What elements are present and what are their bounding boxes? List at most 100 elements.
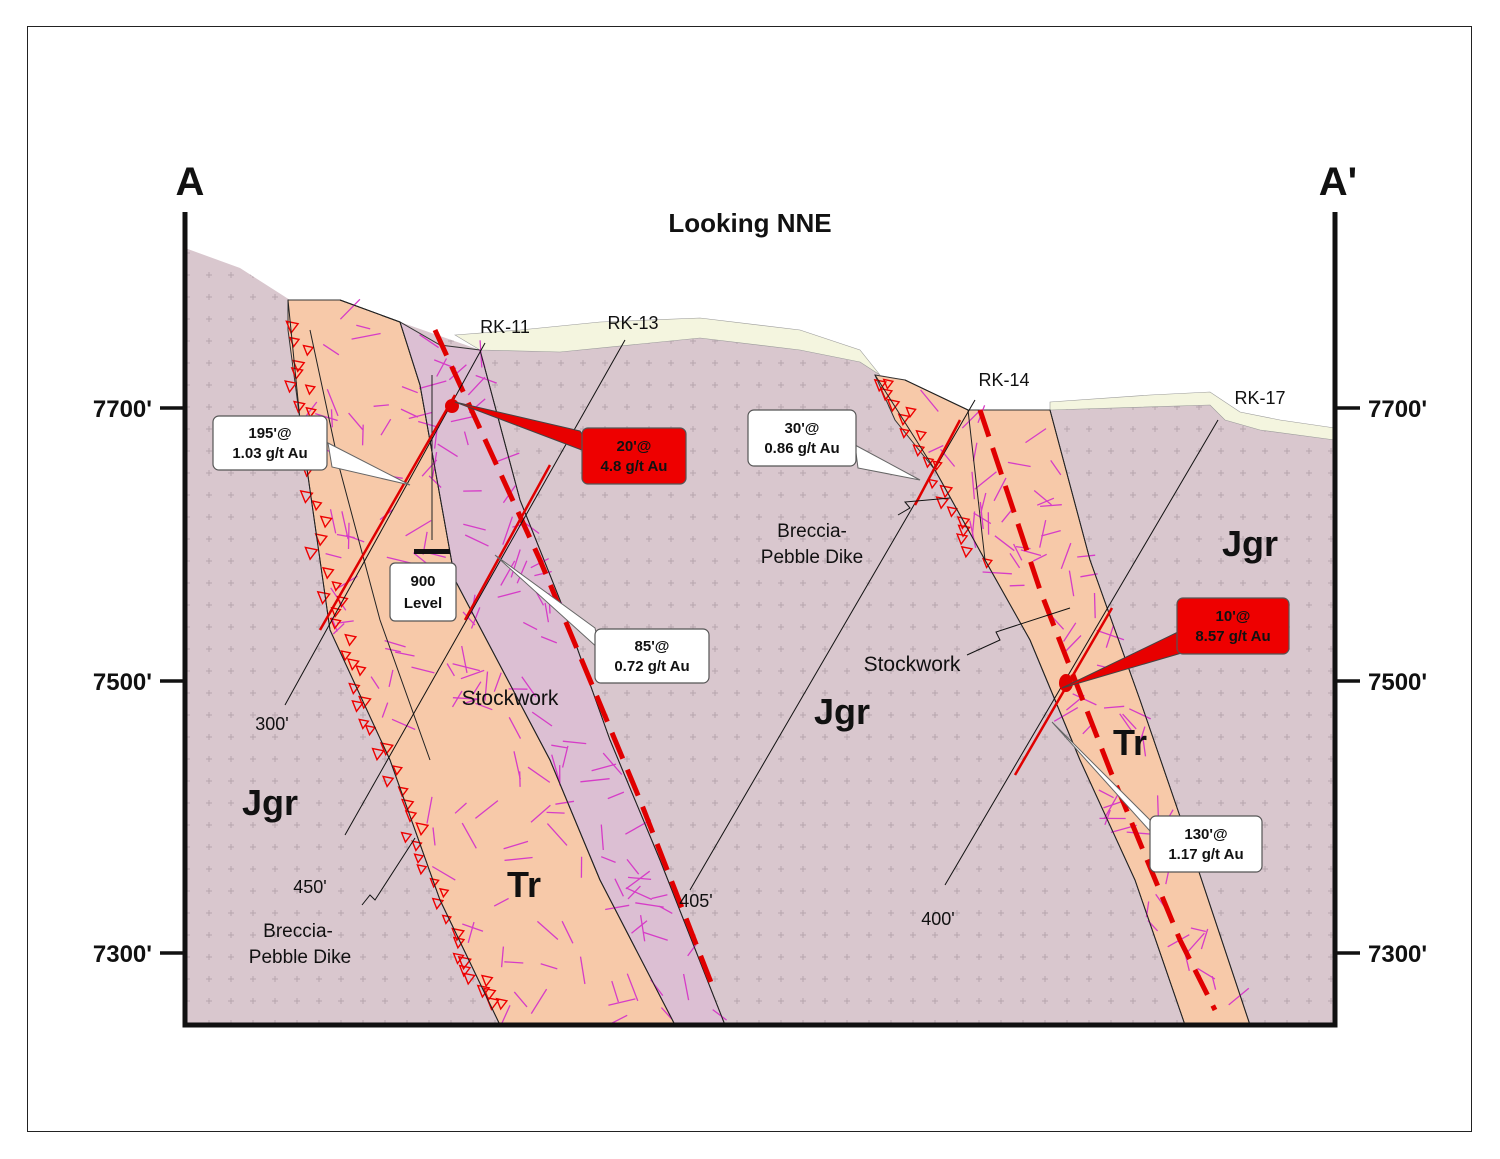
stockwork-veinlet [462,611,476,626]
stockwork-veinlet [315,412,338,422]
breccia-clast [879,387,894,402]
stockwork-veinlet [980,492,987,513]
breccia-clast [886,398,901,413]
stockwork-veinlet [1103,705,1125,709]
stockwork-veinlet [551,744,568,749]
stockwork-veinlet [395,651,415,657]
stockwork-veinlet [493,897,509,907]
stockwork-veinlet [993,477,1007,502]
unit-label-breccia: Pebble Dike [249,947,351,968]
stockwork-veinlet [527,766,551,783]
stockwork-veinlet [361,424,364,446]
stockwork-veinlet [1137,726,1146,749]
assay-callout-text: 8.57 g/t Au [1195,628,1270,645]
unit-label-breccia: Pebble Dike [761,547,863,568]
stockwork-veinlet [600,824,604,851]
stockwork-veinlet [464,534,489,547]
stockwork-veinlet [1033,490,1052,506]
breccia-clast [404,810,418,823]
stockwork-veinlet [500,1005,511,1025]
stockwork-veinlet [1040,504,1062,508]
stockwork-veinlet [454,802,467,814]
breccia-clast [482,987,497,1002]
high-grade-point-rk11 [445,399,459,413]
stockwork-veinlet [540,635,558,644]
breccia-clast [330,606,342,619]
elevation-ticks [160,406,1360,955]
stockwork-veinlet [475,374,497,384]
drillhole-rk13 [344,339,626,836]
assay-callout-30: 30'@ 0.86 g/t Au [747,409,857,467]
alluvium-unit [454,317,881,376]
stockwork-veinlet [546,823,568,846]
stockwork-veinlet [431,865,456,881]
stockwork-veinlet [347,522,350,550]
stockwork-veinlet [329,509,337,534]
900-level-marker [414,549,450,554]
breccia-symbols [284,320,994,1011]
stockwork-veinlet [436,358,448,377]
stockwork-veinlet [380,418,392,436]
stockwork-veinlet [1036,497,1055,506]
assay-callout-20: 20'@4.8 g/t Au [581,427,687,485]
stockwork-veinlet [1007,461,1031,468]
elevation-label-left: 7500' [93,669,152,696]
callout-pointers [327,401,1186,841]
figure-frame [27,26,1472,1132]
elevation-label-right: 7700' [1368,396,1427,423]
stockwork-veinlet [450,415,476,423]
unit-label-breccia: Breccia- [777,521,847,542]
unit-label-jgr: Jgr [242,782,298,823]
stockwork-veinlet [1093,592,1096,619]
stockwork-veinlet [1009,553,1021,569]
stockwork-veinlet [419,334,439,349]
breccia-clast [429,877,440,889]
stockwork-veinlet [381,702,389,718]
breccia-clast [416,863,428,876]
stockwork-veinlet [1060,542,1072,570]
stockwork-veinlet [626,973,639,1002]
assay-callout-text: 0.72 g/t Au [614,658,689,675]
assay-callout-box [212,415,328,471]
breccia-clast [899,427,911,439]
stockwork-veinlet [625,870,651,890]
breccia-clast [351,699,365,713]
stockwork-veinlet [605,904,630,911]
stockwork-veinlet [446,663,455,677]
assay-callout-text: 30'@ [785,420,820,437]
breccia-clast [331,580,343,592]
stockwork-veinlet [1053,707,1079,722]
assay-callout-box [594,628,710,684]
stockwork-veinlet [513,751,521,780]
breccia-clast [400,831,413,844]
breccia-clast [348,682,361,696]
unit-label-stockwork: Stockwork [864,653,961,676]
stockwork-veinlet [508,716,522,739]
breccia-clast [290,366,304,381]
stockwork-veinlet [388,669,394,688]
breccia-clast [413,853,425,865]
breccia-clast [457,955,472,971]
view-direction-title: Looking NNE [668,208,831,238]
breccia-clast [336,595,349,609]
elevation-label-left: 7300' [93,941,152,968]
breccia-clast [340,650,352,662]
stockwork-veinlet [351,332,381,340]
stockwork-veinlet [332,623,345,635]
assay-callout-text: 0.86 g/t Au [764,440,839,457]
stockwork-veinlet [400,408,419,418]
stockwork-veinlet [561,745,569,768]
breccia-clast [905,406,917,419]
900-level-label: 900 [410,573,435,590]
breccia-clast [981,557,994,569]
stockwork-veinlet [1122,713,1137,730]
unit-label-jgr: Jgr [1222,523,1278,564]
breccia-clast [284,380,298,394]
stockwork-veinlet [555,800,575,805]
unit-label-jgr: Jgr [814,691,870,732]
stockwork-veinlet [474,800,499,819]
stockwork-veinlet [1039,519,1047,548]
assay-callout-box [1176,597,1290,655]
stockwork-veinlet [462,923,484,932]
stockwork-veinlet [1184,932,1205,955]
